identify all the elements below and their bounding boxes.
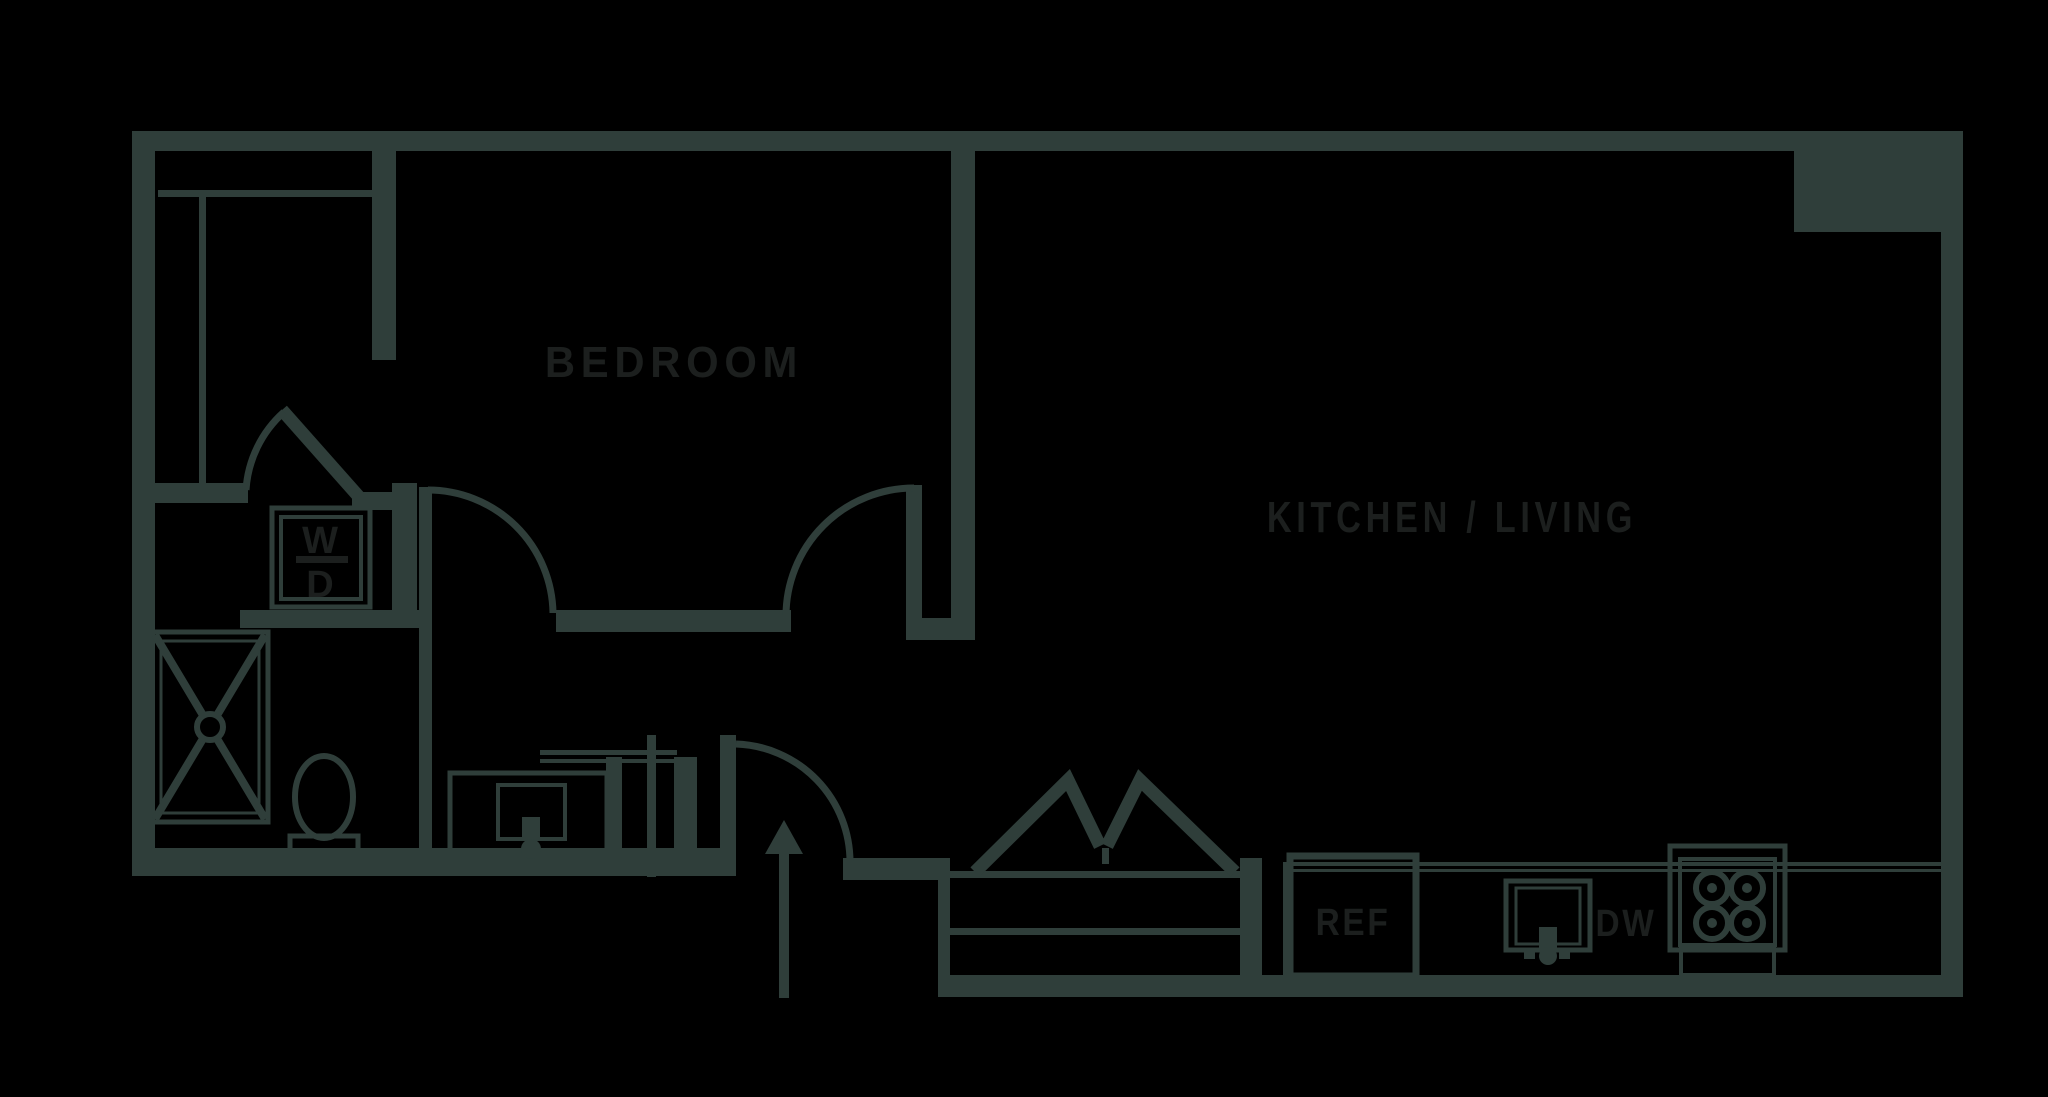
bifold-closet-door-left-icon xyxy=(970,768,1106,877)
bifold-closet-door-right-icon xyxy=(1101,769,1240,877)
bedroom-label: BEDROOM xyxy=(545,338,803,387)
vanity-faucet-knob xyxy=(521,839,541,859)
wall-bedroom-kitchen-divider xyxy=(951,147,975,640)
refrigerator-label: REF xyxy=(1316,901,1391,943)
entry-arrow-head xyxy=(765,820,803,854)
bathroom-door-swing-arc-icon xyxy=(427,486,557,614)
wall-vanity-jamb-a xyxy=(606,757,622,866)
vanity-counter-line-2 xyxy=(540,759,677,763)
washer-dryer-icon: W D xyxy=(269,505,373,610)
vanity-sink-icon xyxy=(447,770,610,869)
kitchen-counter-line-2 xyxy=(1283,869,1942,872)
stove-burners-icon xyxy=(1667,843,1788,977)
shower-drain xyxy=(194,711,226,743)
wall-bottom-kitchen xyxy=(938,975,1963,997)
stove-burner-dot-1 xyxy=(1707,883,1717,893)
wall-right xyxy=(1941,232,1963,997)
kitchen-sink-handle-right xyxy=(1559,948,1570,959)
wall-bedroom-south xyxy=(556,610,791,632)
interior-walls xyxy=(155,147,1262,997)
entry-arrow-icon xyxy=(765,820,803,998)
vanity-counter-line-1 xyxy=(540,750,677,755)
toilet-bowl xyxy=(292,753,356,841)
entry-door-swing-arc-icon xyxy=(735,740,854,863)
wall-block-top-right xyxy=(1794,131,1963,232)
wall-entry-sill xyxy=(843,858,950,880)
stove-inner xyxy=(1678,857,1777,947)
wall-bathroom-lower xyxy=(419,622,432,876)
wd-box-inner xyxy=(279,515,363,601)
dishwasher-label: DW xyxy=(1596,902,1657,944)
bedroom-door-leaf xyxy=(906,485,922,618)
wall-bedroom-closet xyxy=(372,151,396,360)
bedroom-door-swing-arc-icon xyxy=(782,484,915,617)
entry-door-leaf xyxy=(720,735,736,866)
closet-shelf-line-v xyxy=(199,190,206,487)
wall-wd-nook-south xyxy=(240,610,432,628)
kitchen-appliances: REF DW xyxy=(1286,843,1788,980)
stove-burner-4 xyxy=(1728,904,1766,942)
doors xyxy=(242,405,1240,877)
outer-walls xyxy=(132,131,1963,997)
bathroom-door-leaf xyxy=(419,487,432,618)
shower-outer xyxy=(149,629,271,825)
bifold-closet-center-tick xyxy=(1102,848,1109,864)
wall-wd-north xyxy=(155,483,248,503)
entry-closet-sill-line xyxy=(950,871,1240,878)
stove-burner-dot-4 xyxy=(1742,918,1752,928)
wall-top xyxy=(132,131,1963,151)
kitchen-sink-handle-left xyxy=(1524,948,1535,959)
wall-entry-closet-left xyxy=(938,860,950,997)
room-labels: BEDROOM KITCHEN / LIVING xyxy=(545,338,1637,542)
vanity-faucet xyxy=(522,817,540,841)
refrigerator-icon xyxy=(1286,852,1420,980)
wd-divider-line xyxy=(296,556,348,563)
wd-closet-door-leaf xyxy=(277,405,365,503)
closet-shelf-line-h xyxy=(158,190,374,197)
wall-divider-jamb xyxy=(906,618,975,640)
kitchen-living-label: KITCHEN / LIVING xyxy=(1267,493,1637,542)
kitchen-sink-knob xyxy=(1539,947,1557,965)
bathroom-fixtures xyxy=(149,629,610,869)
wd-closet-door-swing-arc-icon xyxy=(242,409,287,491)
kitchen-sink-faucet xyxy=(1539,927,1557,950)
wd-box-outer xyxy=(269,505,373,610)
kitchen-counter-line-1 xyxy=(1283,862,1942,866)
entry-closet-rod-line xyxy=(950,928,1240,935)
wall-bathroom-stub xyxy=(392,483,417,628)
wall-vanity-jamb-c xyxy=(674,757,697,866)
stove-burner-dot-2 xyxy=(1742,883,1752,893)
entry-arrow-shaft xyxy=(779,846,789,998)
stove-base xyxy=(1679,946,1776,977)
wall-vanity-jamb-b xyxy=(647,735,656,877)
wall-left xyxy=(132,131,155,876)
kitchen-sink-icon xyxy=(1503,878,1593,965)
dryer-label: D xyxy=(306,564,333,606)
vanity-counter xyxy=(447,770,610,869)
shower-inner xyxy=(159,639,261,815)
washer-label: W xyxy=(302,520,338,562)
wall-entry-closet-right xyxy=(1240,858,1262,997)
toilet-icon xyxy=(287,753,361,865)
wall-bottom-bath xyxy=(132,848,736,876)
stove-burner-dot-3 xyxy=(1707,918,1717,928)
shower-icon xyxy=(149,629,271,825)
